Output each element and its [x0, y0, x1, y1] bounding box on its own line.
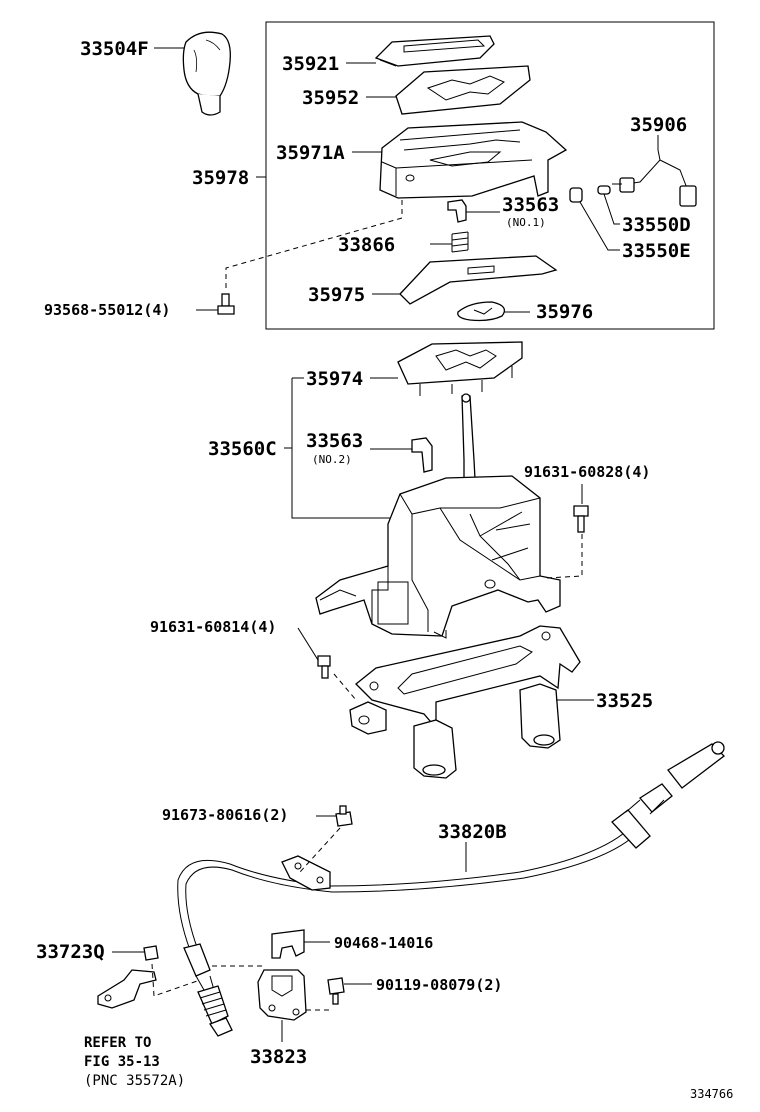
label-33723Q: 33723Q — [36, 941, 105, 963]
part-35952-drawing — [395, 65, 531, 115]
shift-knob-drawing — [182, 31, 231, 116]
harness-35906-drawing — [597, 149, 697, 207]
label-33563-no1: 33563 — [502, 194, 559, 216]
bolt-91631-60814-drawing — [317, 655, 331, 679]
shift-lever-assembly-drawing — [315, 393, 561, 639]
ref-line-2: FIG 35-13 — [84, 1054, 160, 1070]
label-35921: 35921 — [282, 53, 339, 75]
part-35974-drawing — [397, 341, 523, 396]
bolt-91631-60828-drawing — [573, 505, 589, 533]
label-35975: 35975 — [308, 284, 365, 306]
label-90468-14016: 90468-14016 — [334, 934, 433, 952]
clip-33563-no1-drawing — [447, 199, 467, 223]
label-35978: 35978 — [192, 167, 249, 189]
label-91631-60814: 91631-60814(4) — [150, 618, 276, 636]
part-35921-drawing — [374, 35, 495, 67]
label-33525: 33525 — [596, 690, 653, 712]
part-35976-drawing — [457, 301, 506, 322]
bolt-90119-drawing — [327, 977, 345, 1005]
spring-33866-drawing — [451, 231, 469, 253]
figure-number: 334766 — [690, 1087, 733, 1101]
label-no2: (NO.2) — [312, 453, 352, 466]
label-33866: 33866 — [338, 234, 395, 256]
bracket-33823-drawing — [257, 969, 307, 1021]
label-90119-08079: 90119-08079(2) — [376, 976, 502, 994]
label-91631-60828: 91631-60828(4) — [524, 463, 650, 481]
ref-line-1: REFER TO — [84, 1035, 151, 1051]
part-35971A-drawing — [379, 121, 568, 199]
bulb-33550-drawing — [569, 187, 583, 203]
label-33550E: 33550E — [622, 240, 691, 262]
assembly-box — [265, 21, 715, 330]
label-93568-55012: 93568-55012(4) — [44, 301, 170, 319]
label-33504F: 33504F — [80, 38, 149, 60]
label-33823: 33823 — [250, 1046, 307, 1068]
label-33563-no2: 33563 — [306, 430, 363, 452]
ref-line-3: (PNC 35572A) — [84, 1073, 185, 1089]
clip-90468-drawing — [271, 929, 305, 959]
label-35952: 35952 — [302, 87, 359, 109]
label-33550D: 33550D — [622, 214, 691, 236]
label-33560C: 33560C — [208, 438, 277, 460]
bolt-91673-80616-drawing — [335, 805, 353, 827]
label-35971A: 35971A — [276, 142, 345, 164]
label-33820B: 33820B — [438, 821, 507, 843]
label-no1: (NO.1) — [506, 216, 546, 229]
nut-33723Q-drawing — [143, 945, 159, 961]
part-35975-drawing — [399, 255, 558, 305]
bolt-93568-drawing — [217, 293, 235, 315]
label-35974: 35974 — [306, 368, 363, 390]
label-91673-80616: 91673-80616(2) — [162, 806, 288, 824]
label-35906: 35906 — [630, 114, 687, 136]
bracket-33525-drawing — [349, 625, 581, 779]
label-35976: 35976 — [536, 301, 593, 323]
cable-33820B-drawing — [177, 741, 725, 1037]
bracket-ref-drawing — [97, 969, 157, 1009]
clip-33563-no2-drawing — [411, 437, 433, 473]
